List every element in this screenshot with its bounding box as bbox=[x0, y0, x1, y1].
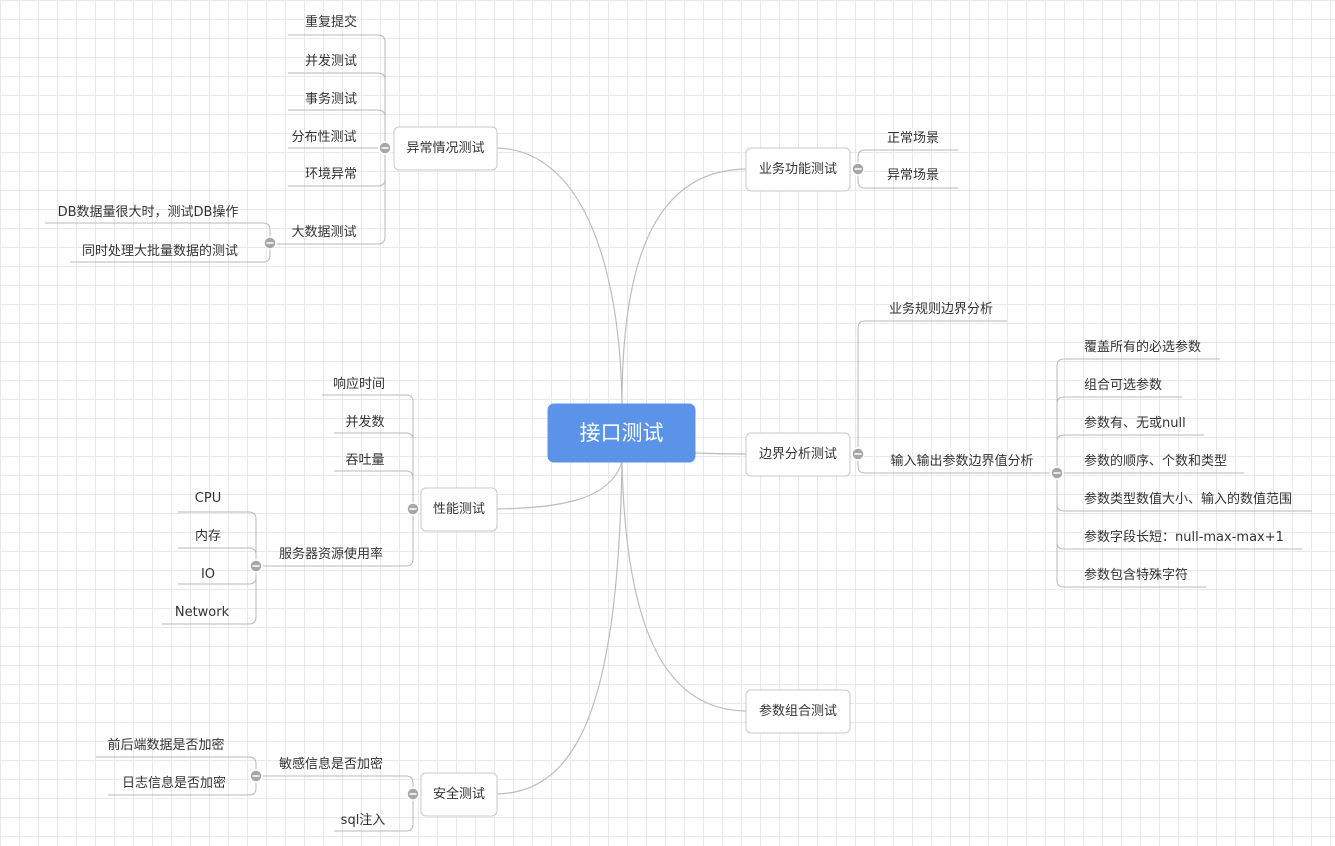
exception-item-4[interactable]: 环境异常 bbox=[305, 167, 357, 182]
resource-item-2[interactable]: IO bbox=[201, 567, 215, 582]
branch-line-boundary bbox=[694, 452, 747, 455]
business-item-0[interactable]: 正常场景 bbox=[887, 131, 939, 146]
performance-item-1[interactable]: 并发数 bbox=[345, 414, 384, 430]
business-branch: 业务功能测试 正常场景 异常场景 bbox=[745, 131, 958, 192]
security-node[interactable] bbox=[420, 772, 498, 817]
security-item-1[interactable]: sql注入 bbox=[341, 813, 386, 828]
io-collapse-icon[interactable] bbox=[1050, 466, 1064, 480]
security-collapse-icon[interactable] bbox=[406, 787, 420, 801]
central-topic-node[interactable]: 接口测试 bbox=[547, 403, 696, 463]
performance-item-0[interactable]: 响应时间 bbox=[333, 376, 385, 392]
boundary-label: 边界分析测试 bbox=[759, 447, 837, 462]
resource-collapse-icon[interactable] bbox=[249, 559, 263, 573]
boundary-item-1[interactable]: 输入输出参数边界值分析 bbox=[890, 453, 1033, 469]
link-network bbox=[162, 566, 257, 625]
link-bigdata-batch bbox=[70, 244, 271, 263]
link-frontend-encrypt bbox=[96, 756, 257, 776]
io-item-3[interactable]: 参数的顺序、个数和类型 bbox=[1084, 453, 1227, 469]
root-branches bbox=[496, 147, 747, 795]
branch-line-exception bbox=[496, 147, 623, 405]
link-memory bbox=[178, 547, 257, 566]
link-io bbox=[178, 566, 257, 585]
branch-line-combination bbox=[621, 461, 747, 712]
link-response-time bbox=[322, 394, 414, 509]
link-normal-scene bbox=[857, 149, 958, 169]
link-sensitive bbox=[262, 775, 414, 794]
boundary-branch: 边界分析测试 业务规则边界分析 输入输出参数边界值分析 覆盖所有的必选参数 组合… bbox=[745, 301, 1312, 588]
link-concurrent-count bbox=[334, 432, 414, 509]
link-bigdata bbox=[276, 148, 386, 245]
link-cpu bbox=[178, 511, 257, 566]
central-topic-label: 接口测试 bbox=[580, 421, 664, 445]
resource-item-1[interactable]: 内存 bbox=[195, 528, 221, 544]
sensitive-collapse-icon[interactable] bbox=[249, 769, 263, 783]
security-item-0[interactable]: 敏感信息是否加密 bbox=[279, 756, 383, 772]
performance-node[interactable] bbox=[420, 487, 498, 532]
exception-label: 异常情况测试 bbox=[406, 141, 484, 156]
exception-item-5[interactable]: 大数据测试 bbox=[291, 225, 356, 240]
link-io-6 bbox=[1056, 473, 1206, 588]
resource-item-0[interactable]: CPU bbox=[195, 491, 221, 506]
exception-node[interactable] bbox=[393, 126, 498, 171]
io-item-5[interactable]: 参数字段长短：null-max-max+1 bbox=[1084, 529, 1284, 545]
link-server-resource bbox=[262, 509, 414, 567]
io-item-1[interactable]: 组合可选参数 bbox=[1084, 377, 1162, 393]
exception-branch: 异常情况测试 重复提交 并发测试 事务测试 分布性测试 环境异常 大数据测试 D… bbox=[45, 14, 498, 263]
security-branch: 安全测试 敏感信息是否加密 sql注入 前后端数据是否加密 日志信息是否加密 bbox=[96, 737, 498, 832]
bigdata-collapse-icon[interactable] bbox=[263, 236, 277, 250]
io-item-4[interactable]: 参数类型数值大小、输入的数值范围 bbox=[1084, 491, 1292, 507]
io-item-0[interactable]: 覆盖所有的必选参数 bbox=[1084, 339, 1201, 355]
sensitive-item-0[interactable]: 前后端数据是否加密 bbox=[107, 737, 224, 753]
link-io-2 bbox=[1056, 434, 1204, 473]
performance-item-3[interactable]: 服务器资源使用率 bbox=[279, 546, 383, 562]
link-bigdata-db bbox=[45, 222, 271, 244]
business-collapse-icon[interactable] bbox=[851, 162, 865, 176]
combination-branch: 参数组合测试 bbox=[745, 689, 851, 734]
exception-collapse-icon[interactable] bbox=[378, 141, 392, 155]
branch-line-performance bbox=[496, 461, 623, 510]
sensitive-item-1[interactable]: 日志信息是否加密 bbox=[122, 775, 226, 791]
bigdata-item-1[interactable]: 同时处理大批量数据的测试 bbox=[82, 243, 238, 259]
bigdata-item-0[interactable]: DB数据量很大时，测试DB操作 bbox=[58, 204, 239, 220]
performance-branch: 性能测试 响应时间 并发数 吞吐量 服务器资源使用率 CPU 内存 IO Net… bbox=[162, 376, 498, 625]
branch-line-security bbox=[496, 461, 623, 795]
exception-item-1[interactable]: 并发测试 bbox=[305, 53, 357, 69]
boundary-node[interactable] bbox=[745, 432, 851, 477]
link-sql-injection bbox=[334, 794, 414, 832]
link-io-1 bbox=[1056, 396, 1182, 473]
combination-label: 参数组合测试 bbox=[759, 703, 837, 719]
performance-item-2[interactable]: 吞吐量 bbox=[345, 453, 384, 468]
security-label: 安全测试 bbox=[433, 786, 485, 802]
link-throughput bbox=[334, 470, 414, 509]
boundary-collapse-icon[interactable] bbox=[851, 447, 865, 461]
io-item-6[interactable]: 参数包含特殊字符 bbox=[1084, 567, 1188, 583]
exception-item-2[interactable]: 事务测试 bbox=[305, 91, 357, 107]
business-label: 业务功能测试 bbox=[759, 161, 837, 177]
io-item-2[interactable]: 参数有、无或null bbox=[1084, 415, 1186, 431]
link-log-encrypt bbox=[108, 776, 257, 796]
business-node[interactable] bbox=[745, 147, 851, 192]
exception-item-0[interactable]: 重复提交 bbox=[305, 14, 357, 30]
link-io-boundary bbox=[857, 454, 1050, 474]
link-io-0 bbox=[1056, 358, 1220, 473]
business-item-1[interactable]: 异常场景 bbox=[887, 168, 939, 183]
link-exception-scene bbox=[857, 169, 958, 189]
link-concurrency bbox=[288, 72, 386, 148]
combination-node[interactable] bbox=[745, 689, 851, 734]
branch-line-business bbox=[621, 168, 747, 405]
exception-item-3[interactable]: 分布性测试 bbox=[291, 130, 356, 145]
resource-item-3[interactable]: Network bbox=[175, 605, 230, 620]
link-repeat-submit bbox=[288, 34, 386, 148]
performance-label: 性能测试 bbox=[433, 502, 485, 517]
boundary-item-0[interactable]: 业务规则边界分析 bbox=[889, 301, 993, 317]
link-business-rule bbox=[857, 320, 1007, 454]
performance-collapse-icon[interactable] bbox=[406, 502, 420, 516]
link-transaction bbox=[288, 109, 386, 148]
